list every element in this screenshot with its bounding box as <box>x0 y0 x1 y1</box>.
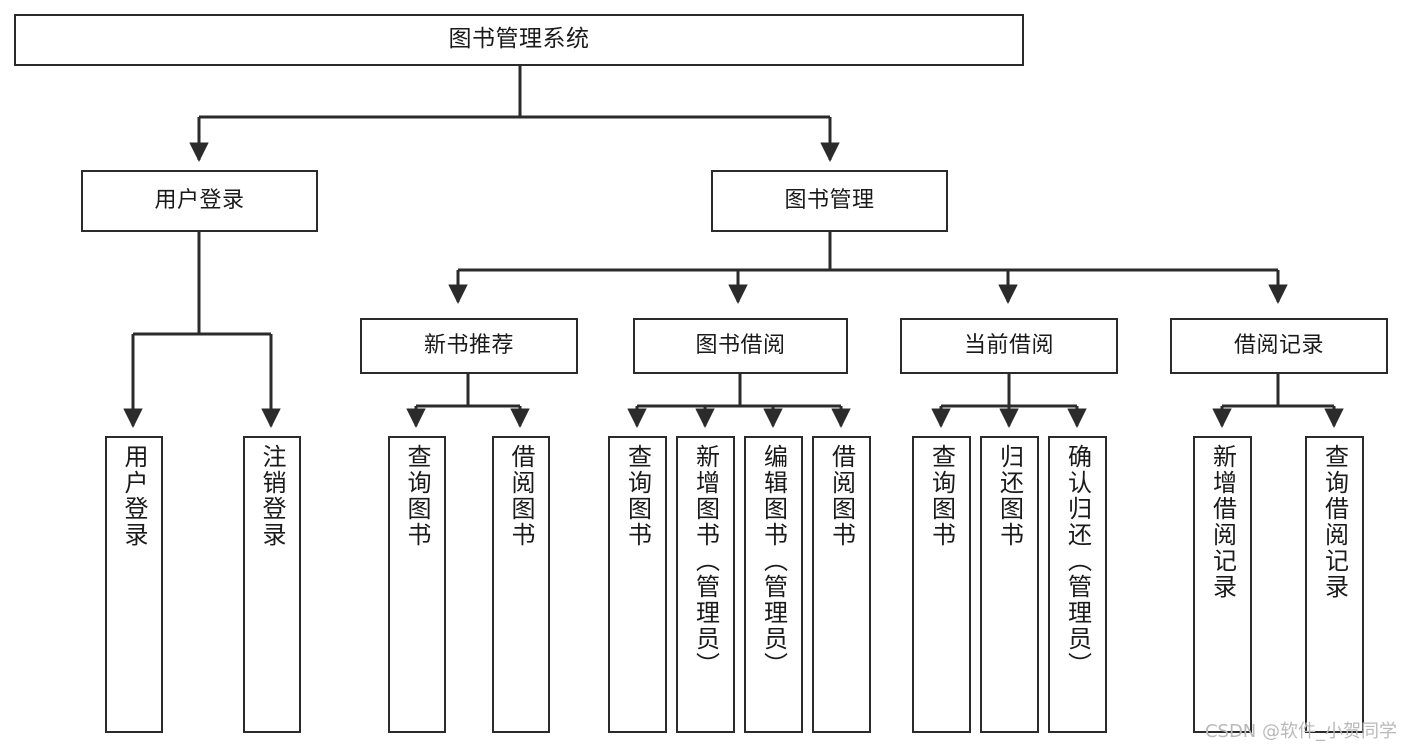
node-label: 查询图书 <box>403 444 431 548</box>
node-label: 用户登录 <box>120 444 148 548</box>
leaf-borrow-book-recommend[interactable]: 借阅图书 <box>492 436 550 733</box>
node-label: 查询图书 <box>623 444 652 548</box>
node-borrow-record[interactable]: 借阅记录 <box>1170 318 1388 374</box>
node-label: 图书管理 <box>784 188 875 214</box>
leaf-confirm-return[interactable]: 确认归还（管理员） <box>1048 436 1107 733</box>
node-book-borrow[interactable]: 图书借阅 <box>633 318 848 374</box>
node-label: 借阅图书 <box>507 444 535 548</box>
leaf-borrow-book-borrow[interactable]: 借阅图书 <box>812 436 871 733</box>
leaf-edit-book[interactable]: 编辑图书（管理员） <box>744 436 803 733</box>
node-label: 确认归还（管理员） <box>1063 444 1092 678</box>
node-root-system[interactable]: 图书管理系统 <box>14 14 1024 66</box>
leaf-query-book-recommend[interactable]: 查询图书 <box>388 436 446 733</box>
node-label: 新书推荐 <box>423 333 514 359</box>
leaf-query-borrow-record[interactable]: 查询借阅记录 <box>1305 436 1364 733</box>
node-user-login[interactable]: 用户登录 <box>81 170 318 232</box>
node-label: 新增图书（管理员） <box>691 444 720 678</box>
node-label: 借阅图书 <box>827 444 856 548</box>
leaf-add-book[interactable]: 新增图书（管理员） <box>676 436 735 733</box>
node-label: 编辑图书（管理员） <box>759 444 788 678</box>
node-book-manage[interactable]: 图书管理 <box>711 170 948 232</box>
node-current-borrow[interactable]: 当前借阅 <box>900 318 1118 374</box>
leaf-return-book[interactable]: 归还图书 <box>980 436 1039 733</box>
node-label: 借阅记录 <box>1233 333 1324 359</box>
leaf-user-login[interactable]: 用户登录 <box>105 436 163 733</box>
node-label: 查询借阅记录 <box>1320 444 1349 600</box>
node-label: 归还图书 <box>995 444 1024 548</box>
node-label: 用户登录 <box>154 188 245 214</box>
leaf-query-book-current[interactable]: 查询图书 <box>912 436 971 733</box>
node-label: 当前借阅 <box>963 333 1054 359</box>
leaf-logout-login[interactable]: 注销登录 <box>243 436 301 733</box>
node-label: 查询图书 <box>927 444 956 548</box>
node-label: 图书管理系统 <box>448 26 590 53</box>
node-label: 新增借阅记录 <box>1208 444 1237 600</box>
node-new-book-recommend[interactable]: 新书推荐 <box>360 318 578 374</box>
leaf-query-book-borrow[interactable]: 查询图书 <box>608 436 667 733</box>
leaf-add-borrow-record[interactable]: 新增借阅记录 <box>1193 436 1252 733</box>
node-label: 注销登录 <box>258 444 286 548</box>
csdn-watermark: CSDN @软件_小贺同学 <box>1204 721 1397 742</box>
node-label: 图书借阅 <box>695 333 786 359</box>
